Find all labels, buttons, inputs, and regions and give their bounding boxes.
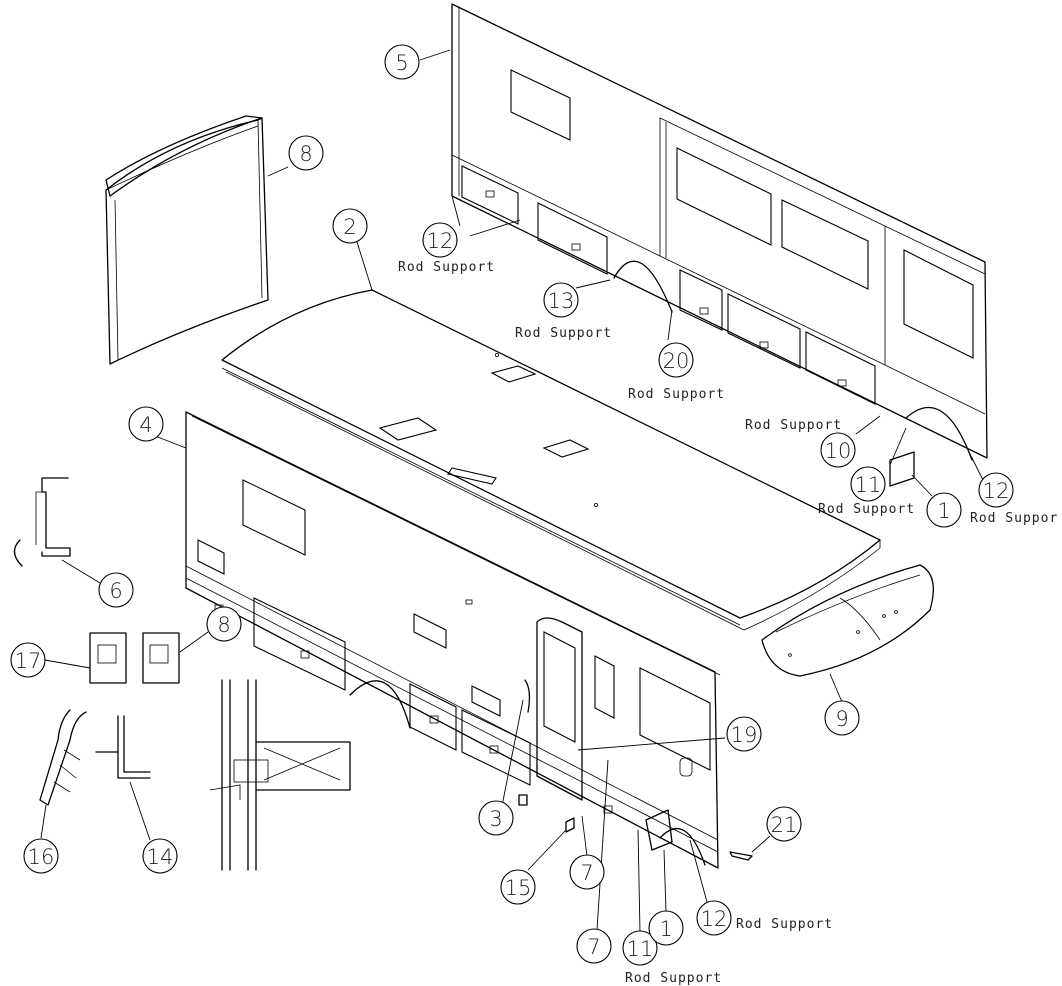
callout-21: 21 <box>766 806 802 842</box>
callout-2: 2 <box>332 208 368 244</box>
callout-label: 16 <box>28 845 55 869</box>
caption-rod-support-12: Rod Support <box>398 260 495 275</box>
caption-rod-support-11: Rod Support <box>818 502 915 517</box>
caption-rod-support-13: Rod Support <box>515 326 612 341</box>
callout-label: 8 <box>217 613 230 637</box>
callout-1-lower: 1 <box>648 910 684 946</box>
leader-lines <box>40 49 985 933</box>
callout-7-lower: 7 <box>576 928 612 964</box>
callout-label: 4 <box>139 413 152 437</box>
caption-rod-support-12-lower: Rod Support <box>736 917 833 932</box>
callout-label: 8 <box>299 142 312 166</box>
part-15-angle <box>95 715 151 779</box>
callout-12-right: 12 <box>978 472 1014 508</box>
part-19-clip <box>89 632 127 684</box>
callout-11-lower: 11 <box>622 930 658 966</box>
callout-label: 9 <box>835 707 848 731</box>
callout-label: 17 <box>15 649 42 673</box>
callout-label: 12 <box>983 479 1010 503</box>
part-16-plate-a <box>518 794 528 806</box>
part-5-rear-side-wall <box>451 3 988 461</box>
callout-label: 5 <box>395 51 408 75</box>
callout-label: 15 <box>505 876 532 900</box>
callout-label: 12 <box>427 229 454 253</box>
part-18-clip <box>142 632 180 684</box>
callout-label: 14 <box>147 845 174 869</box>
callout-label: 1 <box>659 917 672 941</box>
part-1-panel-upper <box>889 451 915 487</box>
callout-14: 20 <box>658 342 694 378</box>
callout-8-clip: 8 <box>206 606 242 642</box>
part-4-curb-side-wall <box>185 411 721 869</box>
callout-9: 9 <box>824 700 860 736</box>
callout-label: 11 <box>627 937 654 961</box>
part-16-plate-b <box>565 817 575 833</box>
callout-label: 6 <box>109 579 122 603</box>
callout-20: 19 <box>726 716 762 752</box>
callout-label: 12 <box>701 907 728 931</box>
part-9-rear-cap <box>761 564 934 677</box>
part-8-front-cap <box>105 115 269 365</box>
callout-label: 3 <box>489 807 502 831</box>
caption-rod-support-12-right: Rod Suppor <box>970 511 1058 526</box>
callout-label: 1 <box>937 499 950 523</box>
part-17-trim-profile <box>39 709 87 806</box>
callout-6: 6 <box>98 572 134 608</box>
callout-4: 4 <box>128 406 164 442</box>
callout-3: 3 <box>478 800 514 836</box>
callout-label: 11 <box>855 473 882 497</box>
callout-13: 13 <box>543 282 579 318</box>
callout-12-upper: 12 <box>422 222 458 258</box>
callout-label: 21 <box>771 813 798 837</box>
part-6-profile <box>13 477 71 567</box>
callout-10: 10 <box>820 432 856 468</box>
callout-label: 19 <box>731 723 758 747</box>
callout-label: 7 <box>580 861 593 885</box>
part-21-bracket <box>729 851 753 861</box>
callout-label: 7 <box>587 935 600 959</box>
part-1-panel-lower <box>645 809 673 851</box>
caption-rod-support-11-lower: Rod Support <box>625 971 722 986</box>
callout-15: 14 <box>142 838 178 874</box>
callout-17: 16 <box>23 838 59 874</box>
callout-label: 2 <box>343 215 356 239</box>
callout-11-upper: 11 <box>850 466 886 502</box>
callout-8-cap: 8 <box>288 135 324 171</box>
callout-label: 20 <box>663 349 690 373</box>
caption-rod-support-14: Rod Support <box>628 387 725 402</box>
callout-label: 10 <box>825 439 852 463</box>
callout-12-lower: 12 <box>696 900 732 936</box>
callout-7-upper: 7 <box>569 854 605 890</box>
callout-label: 13 <box>548 289 575 313</box>
callout-1-upper: 1 <box>926 492 962 528</box>
caption-rod-support-10: Rod Support <box>745 418 842 433</box>
section-detail <box>209 679 351 871</box>
callout-5: 5 <box>384 44 420 80</box>
part-2-roof <box>221 289 881 631</box>
callout-19: 17 <box>10 642 46 678</box>
callout-16: 15 <box>500 869 536 905</box>
